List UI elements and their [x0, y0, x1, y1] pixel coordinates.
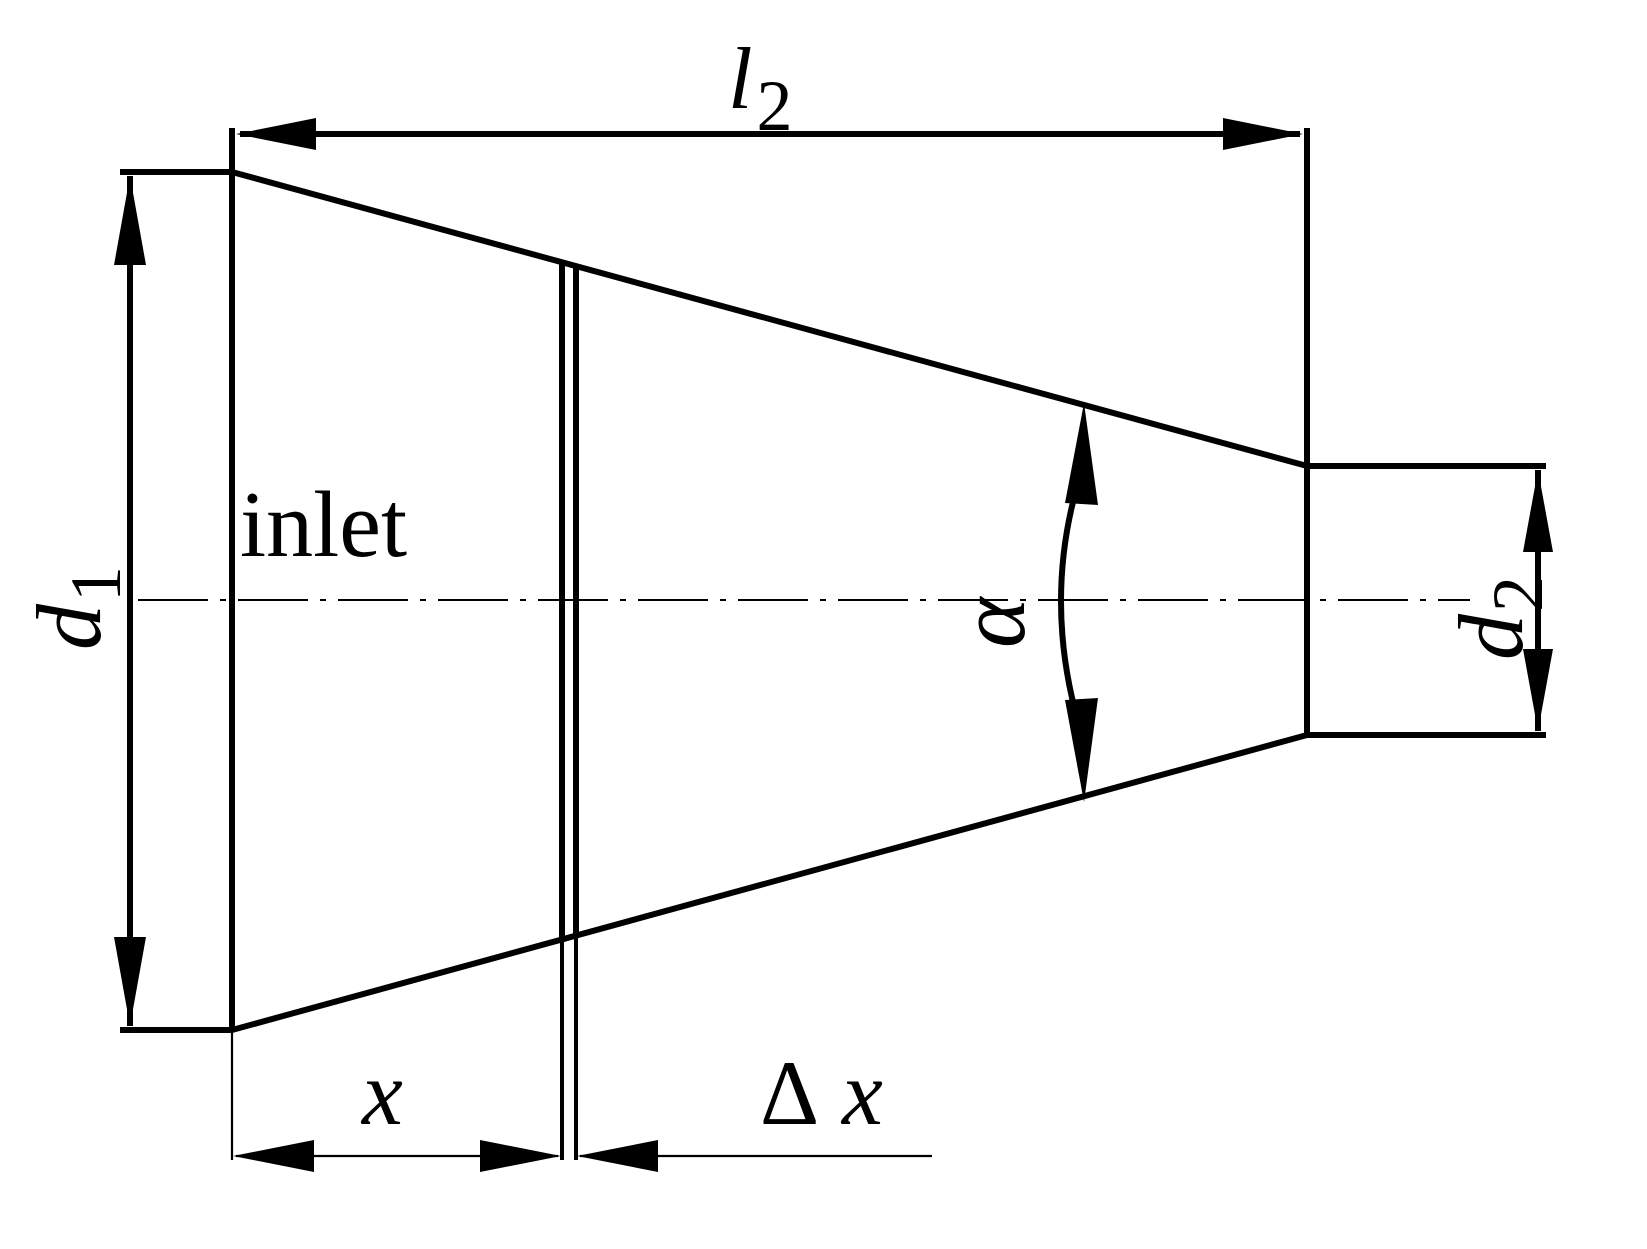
delta-x-arrow-left [577, 1140, 658, 1172]
svg-text:d2: d2 [1440, 576, 1558, 660]
x-arrow-left [233, 1140, 314, 1172]
alpha-label: α [938, 596, 1045, 648]
delta-x-var: x [840, 1042, 883, 1144]
cone-bottom-edge [231, 732, 1308, 1033]
l2-label: l2 [728, 31, 792, 146]
x-arrow-right [480, 1140, 561, 1172]
d1-arrow-top [114, 176, 146, 265]
alpha-arrow-bottom [1065, 698, 1098, 802]
svg-text:d1: d1 [18, 566, 136, 650]
d1-label: d1 [18, 566, 136, 650]
d1-arrow-bottom [114, 937, 146, 1026]
d2-arrow-bottom [1523, 649, 1553, 731]
delta-symbol: Δ [760, 1042, 819, 1144]
d2-label: d2 [1440, 576, 1558, 660]
inlet-label: inlet [240, 473, 407, 577]
alpha-arc [1058, 469, 1085, 736]
l2-arrow-left [236, 118, 316, 150]
svg-text:α: α [938, 596, 1045, 648]
cone-top-edge [231, 169, 1308, 469]
d2-arrow-top [1523, 470, 1553, 552]
x-label: x [360, 1042, 403, 1144]
l2-arrow-right [1223, 118, 1303, 150]
alpha-arrow-top [1065, 403, 1098, 505]
